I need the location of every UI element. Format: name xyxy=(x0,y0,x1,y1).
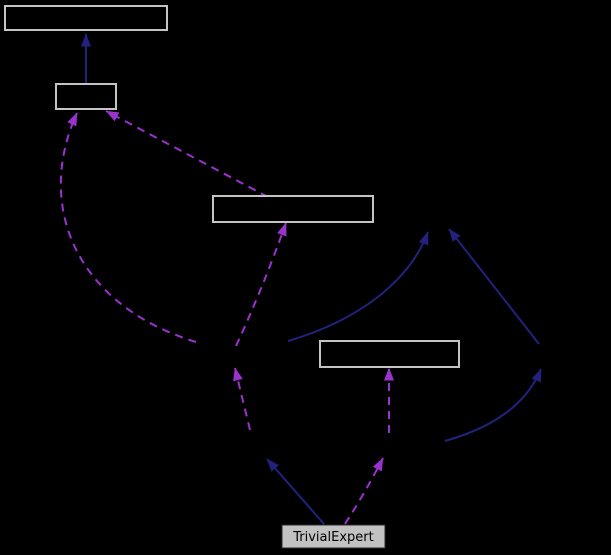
class-node-middle[interactable] xyxy=(212,195,374,223)
current-class-node-label: TrivialExpert xyxy=(292,530,373,545)
usage-edge xyxy=(59,112,197,343)
inheritance-edge xyxy=(287,231,429,342)
class-node-right[interactable] xyxy=(319,340,460,368)
usage-edge xyxy=(344,457,384,525)
usage-edge xyxy=(105,110,269,198)
usage-edge xyxy=(233,367,251,431)
inheritance-edge xyxy=(444,368,542,442)
class-node-upper-left[interactable] xyxy=(55,83,117,110)
usage-edge xyxy=(235,222,287,347)
class-node-top-left[interactable] xyxy=(4,5,168,31)
inheritance-edge xyxy=(448,228,540,345)
current-class-node xyxy=(281,524,386,549)
inheritance-edge xyxy=(266,458,325,525)
